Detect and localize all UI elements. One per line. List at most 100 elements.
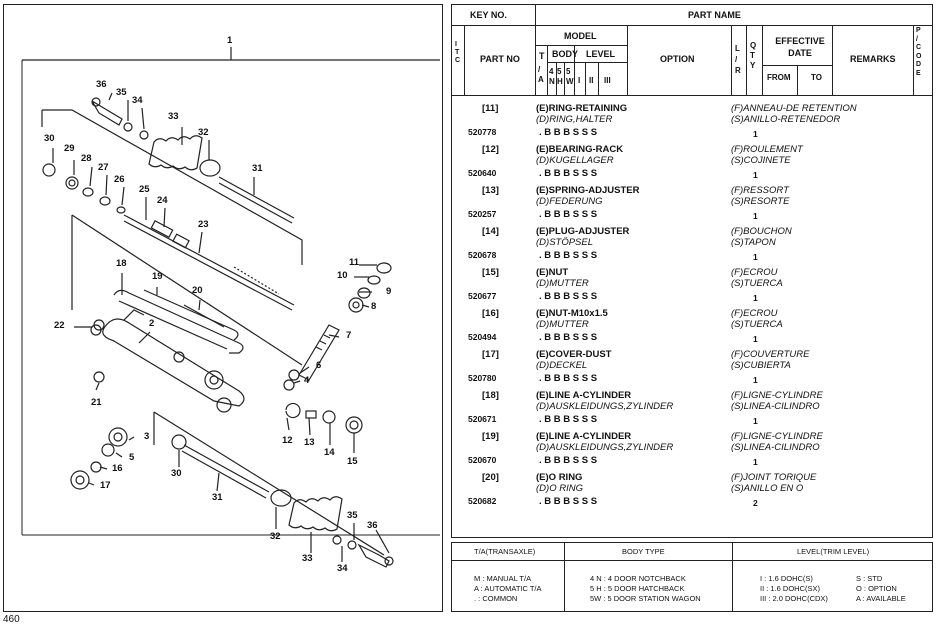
row-key: [13] <box>482 185 499 196</box>
callout-33: 33 <box>168 111 179 122</box>
legend-ta-line: M : MANUAL T/A <box>474 574 532 583</box>
level-header: LEVEL <box>586 49 616 59</box>
callout-32-lower: 32 <box>270 531 281 542</box>
row-qty: 2 <box>753 498 758 508</box>
callout-6: 6 <box>316 360 322 371</box>
row-s: (S)RESORTE <box>731 196 790 207</box>
header-rule <box>452 25 932 26</box>
lr-header: L / R <box>735 44 741 75</box>
row-part-no: 520494 <box>468 332 497 342</box>
row-qty: 1 <box>753 457 758 467</box>
callout-9: 9 <box>386 286 392 297</box>
header-divider <box>746 25 747 95</box>
callout-30: 30 <box>44 133 55 144</box>
callout-35: 35 <box>116 87 127 98</box>
ta-header-a: / A <box>538 65 544 84</box>
row-d: (D)DECKEL <box>536 360 588 371</box>
callout-34: 34 <box>132 95 143 106</box>
row-f: (F)RESSORT <box>731 185 789 196</box>
callout-31: 31 <box>252 163 263 174</box>
header-divider <box>564 62 565 95</box>
row-part-no: 520682 <box>468 496 497 506</box>
parts-table: KEY NO. PART NAME I T C PART NO MODEL T … <box>451 4 933 538</box>
callout-22: 22 <box>54 320 65 331</box>
header-divider <box>797 65 798 95</box>
header-divider <box>574 45 575 95</box>
callout-23: 23 <box>198 219 209 230</box>
row-s: (S)TUERCA <box>731 278 783 289</box>
header-divider <box>556 62 557 95</box>
header-divider <box>731 25 732 95</box>
callout-28: 28 <box>81 153 92 164</box>
callout-3: 3 <box>144 431 150 442</box>
callout-30-lower: 30 <box>171 468 182 479</box>
level-i-header: I <box>578 76 581 85</box>
row-d: (D)O RING <box>536 483 583 494</box>
body-header: BODY <box>552 49 579 59</box>
row-f: (F)COUVERTURE <box>731 349 810 360</box>
row-s: (S)LINEA-CILINDRO <box>731 442 820 453</box>
row-part-no: 520780 <box>468 373 497 383</box>
callout-25: 25 <box>139 184 150 195</box>
row-e: (E)O RING <box>536 472 583 483</box>
row-d: (D)STÖPSEL <box>536 237 594 248</box>
exploded-diagram-panel: 1 36 35 34 33 32 31 30 29 28 27 26 25 24… <box>3 4 443 612</box>
header-divider <box>762 25 763 95</box>
row-f: (F)LIGNE-CYLINDRE <box>731 390 823 401</box>
legend-code-line: A : AVAILABLE <box>856 594 906 603</box>
callout-16: 16 <box>112 463 123 474</box>
row-d: (D)AUSKLEIDUNGS,ZYLINDER <box>536 442 674 453</box>
itc-header: I T C <box>455 41 461 64</box>
body-5w-header: 5 W <box>566 67 574 86</box>
row-f: (F)ANNEAU-DE RETENTION <box>731 103 857 114</box>
header-divider <box>547 45 548 95</box>
row-part-no: 520671 <box>468 414 497 424</box>
body-4n-header: 4 N <box>549 67 555 86</box>
row-key: [19] <box>482 431 499 442</box>
part-no-header: PART NO <box>480 54 520 64</box>
callout-15: 15 <box>347 456 358 467</box>
row-key: [15] <box>482 267 499 278</box>
row-d: (D)KUGELLAGER <box>536 155 614 166</box>
row-qty: 1 <box>753 416 758 426</box>
qty-header: Q T Y <box>750 41 757 70</box>
row-qty: 1 <box>753 129 758 139</box>
legend-ta-line: A : AUTOMATIC T/A <box>474 584 542 593</box>
legend-level-line: II : 1.6 DOHC(SX) <box>760 584 821 593</box>
callout-20: 20 <box>192 285 203 296</box>
row-codes: . B B B S S S <box>539 291 598 302</box>
level-ii-header: II <box>589 76 594 85</box>
callout-29: 29 <box>64 143 75 154</box>
row-key: [12] <box>482 144 499 155</box>
row-f: (F)ECROU <box>731 267 778 278</box>
legend-body-line: 5 H : 5 DOOR HATCHBACK <box>590 584 685 593</box>
row-codes: . B B B S S S <box>539 168 598 179</box>
legend-level-line: III : 2.0 DOHC(CDX) <box>760 594 828 603</box>
key-no-header: KEY NO. <box>470 10 507 20</box>
callout-33-lower: 33 <box>302 553 313 564</box>
callout-7: 7 <box>346 330 352 341</box>
row-e: (E)LINE A-CYLINDER <box>536 390 632 401</box>
effective-date-header: EFFECTIVE DATE <box>775 36 825 58</box>
row-e: (E)SPRING-ADJUSTER <box>536 185 640 196</box>
page-number: 460 <box>3 614 20 625</box>
legend-code-line: O : OPTION <box>856 584 897 593</box>
row-key: [11] <box>482 103 499 114</box>
row-s: (S)LINEA-CILINDRO <box>731 401 820 412</box>
callout-14: 14 <box>324 447 335 458</box>
legend-divider <box>564 543 565 611</box>
steering-gear-exploded-view <box>21 47 440 568</box>
callout-2: 2 <box>149 318 155 329</box>
ta-header-t: T <box>539 51 545 61</box>
row-key: [18] <box>482 390 499 401</box>
row-f: (F)JOINT TORIQUE <box>731 472 817 483</box>
row-codes: . B B B S S S <box>539 209 598 220</box>
row-d: (D)MUTTER <box>536 278 589 289</box>
callout-11: 11 <box>349 257 360 268</box>
header-divider <box>627 25 628 95</box>
legend-ta-title: T/A(TRANSAXLE) <box>474 547 536 556</box>
row-d: (D)AUSKLEIDUNGS,ZYLINDER <box>536 401 674 412</box>
callout-35-lower: 35 <box>347 510 358 521</box>
row-e: (E)PLUG-ADJUSTER <box>536 226 630 237</box>
callout-4: 4 <box>304 375 310 386</box>
